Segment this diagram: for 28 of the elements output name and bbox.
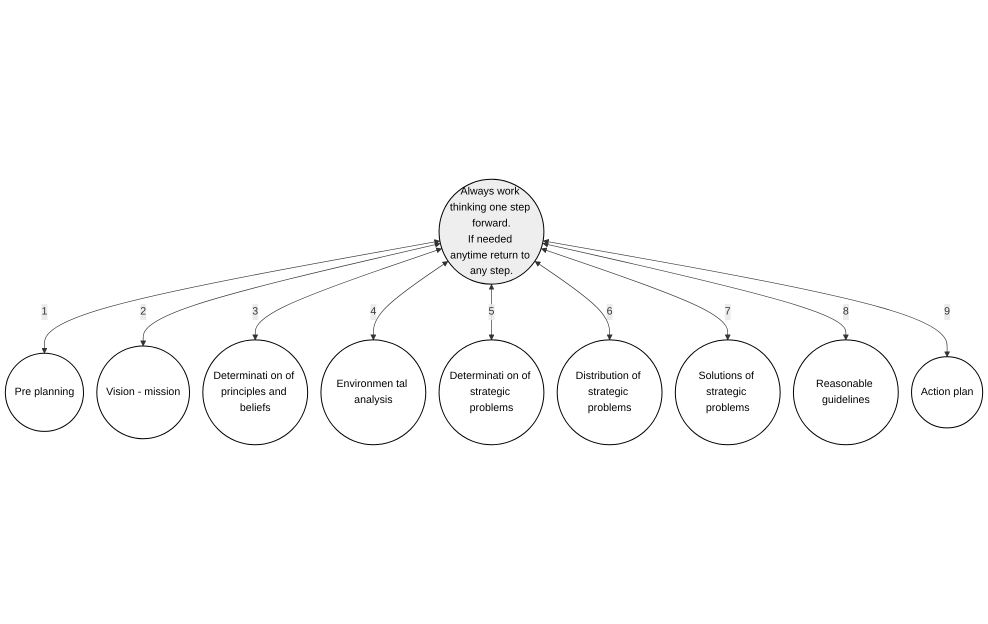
node-circle: Always work thinking one step forward. If needed anytime return to any step.	[438, 178, 544, 285]
edge-label: 9	[944, 306, 950, 318]
edge-label: 7	[724, 306, 731, 318]
arrow	[534, 261, 613, 340]
node-circle: Solutions of strategic problems	[674, 339, 781, 446]
arrow	[140, 242, 440, 346]
arrow	[543, 238, 950, 357]
node-circle: Action plan	[911, 356, 984, 428]
edge-label: 5	[488, 306, 494, 318]
arrow	[42, 239, 440, 354]
edge-label: 8	[842, 306, 849, 318]
arrow	[370, 261, 448, 340]
node-circle: Determinati on of strategic problems	[438, 339, 544, 446]
edge-label: 1	[41, 306, 48, 318]
node-circle: Reasonable guidelines	[792, 339, 899, 446]
edge-label: 4	[370, 306, 376, 318]
arrow	[252, 248, 442, 340]
node-circle: Distribution of strategic problems	[556, 339, 663, 446]
arrow	[488, 284, 494, 340]
edge-label: 6	[606, 306, 613, 318]
node-circle: Determinati on of principles and beliefs	[202, 339, 308, 446]
edge-label: 2	[140, 306, 146, 318]
arrow	[542, 242, 849, 340]
arrow	[541, 248, 731, 340]
edge-label: 3	[252, 306, 258, 318]
node-circle: Environmen tal analysis	[320, 339, 426, 446]
node-circle: Pre planning	[4, 352, 84, 432]
node-circle: Vision - mission	[96, 345, 190, 440]
